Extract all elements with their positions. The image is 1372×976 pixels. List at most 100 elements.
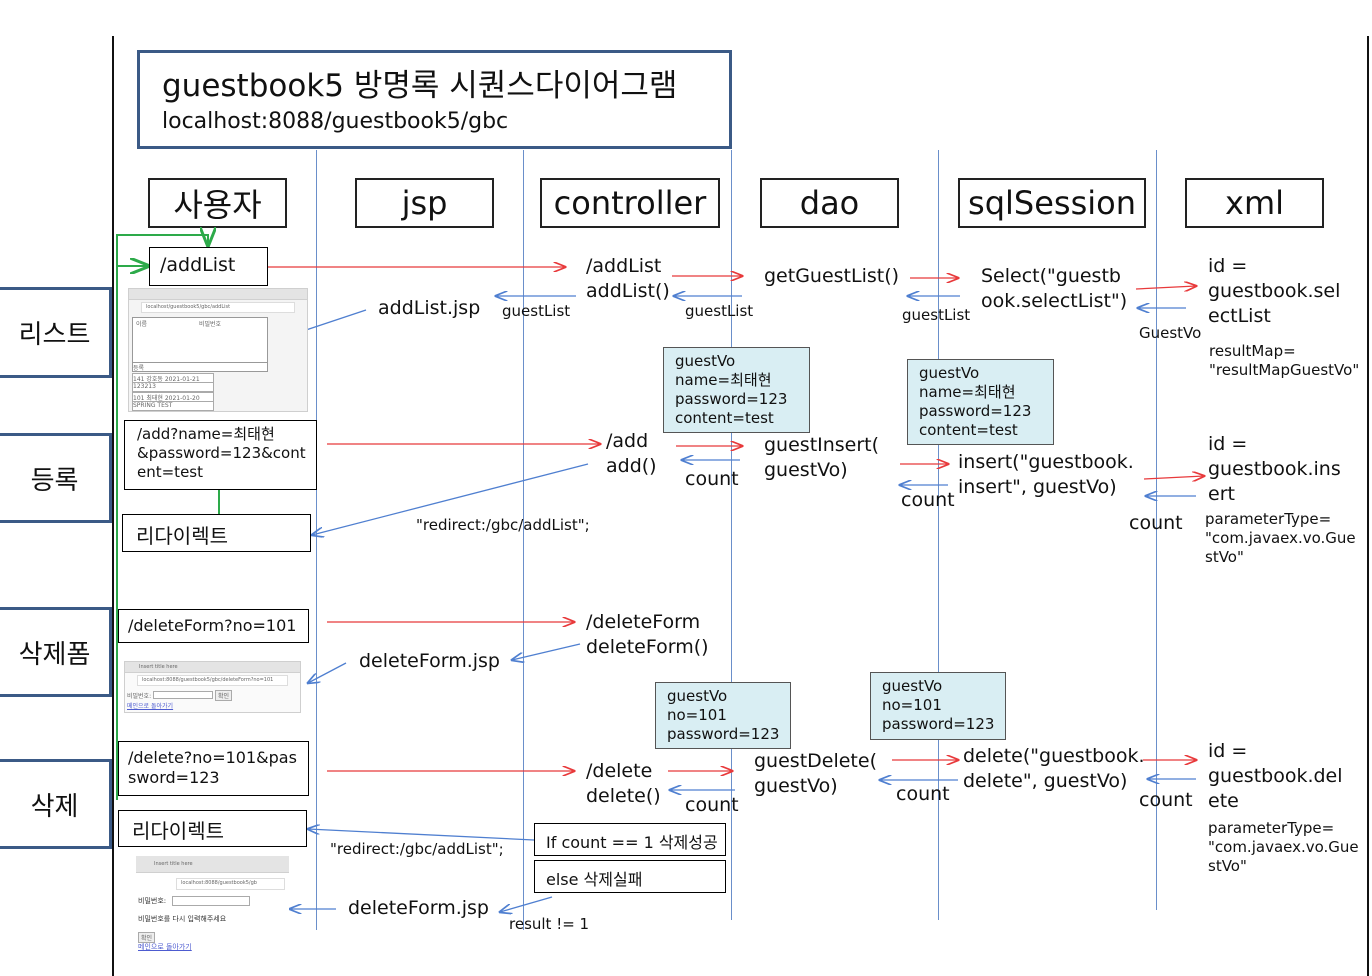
- fail-label: else 삭제실패: [546, 870, 643, 889]
- title-box: guestbook5 방명록 시퀀스다이어그램 localhost:8088/g…: [137, 50, 732, 149]
- screen-deleteform-input: [153, 691, 213, 699]
- header-session: sqlSession: [958, 178, 1146, 228]
- vo-ctrl-add: guestVo name=최태현 password=123 content=te…: [663, 347, 810, 433]
- xml-id-insert: id = guestbook.ins ert: [1208, 433, 1341, 505]
- screen-addlist-row: 123213: [132, 382, 214, 392]
- ctrl-add: /add add(): [606, 430, 657, 477]
- screen-addlist-pw: 비밀번호: [199, 321, 222, 328]
- lifeline-xml: [1156, 150, 1157, 910]
- ret-session-add-label: count: [901, 489, 955, 511]
- ret-dao-list-label: guestList: [685, 302, 754, 320]
- section-deleteform: 삭제폼: [0, 607, 112, 697]
- header-dao: dao: [760, 178, 899, 228]
- jsp-deleteform: deleteForm.jsp: [359, 650, 500, 672]
- lifeline-controller: [523, 150, 524, 930]
- ret-xml-add-label: count: [1129, 512, 1183, 534]
- ret-deleteform-ctrl: [512, 643, 581, 660]
- jsp-deleteform-fail: deleteForm.jsp: [348, 897, 489, 919]
- dao-guestdelete: guestDelete( guestVo): [754, 750, 877, 797]
- ret-ctrl-list-label: guestList: [502, 302, 571, 320]
- screen-deletefail-link: 메인으로 돌아가기: [138, 943, 192, 951]
- redirect-add-label: 리다이렉트: [136, 524, 228, 548]
- call-xml-list: [1135, 286, 1196, 289]
- screen-addlist-btn: 등록: [132, 362, 268, 372]
- ret-xml-list-label: GuestVo: [1139, 324, 1202, 342]
- session-insert: insert("guestbook. insert", guestVo): [958, 451, 1134, 498]
- lifeline-jsp: [316, 150, 317, 930]
- header-jsp: jsp: [355, 178, 494, 228]
- lifeline-session: [938, 150, 939, 920]
- request-delete: /delete?no=101&pas sword=123: [118, 741, 309, 796]
- section-list: 리스트: [0, 287, 112, 378]
- ret-redirect-delete: [308, 829, 535, 841]
- xml-resultmap: resultMap= "resultMapGuestVo": [1209, 342, 1360, 379]
- header-controller: controller: [540, 178, 720, 228]
- screen-addlist: localhost/guestbook5/gbc/addList 이름 비밀번호…: [128, 288, 308, 412]
- ctrl-delete: /delete delete(): [586, 760, 661, 807]
- screen-deleteform-pw: 비밀번호:: [127, 693, 152, 700]
- session-select: Select("guestb ook.selectList"): [981, 265, 1128, 312]
- screen-deletefail-url: localhost:8088/guestbook5/gb: [176, 878, 285, 890]
- right-border: [1367, 36, 1369, 976]
- ctrl-deleteform: /deleteForm deleteForm(): [586, 611, 709, 658]
- ret-deleteform-jsp: [308, 662, 347, 683]
- jsp-addlist: addList.jsp: [378, 297, 481, 319]
- ret-fail-jsp: [500, 896, 553, 912]
- screen-deletefail: Insert title here localhost:8088/guestbo…: [136, 856, 289, 956]
- header-xml: xml: [1185, 178, 1324, 228]
- lifeline-dao: [731, 150, 732, 920]
- screen-deletefail-input: [172, 896, 250, 906]
- redirect-delete-label: 리다이렉트: [132, 819, 224, 843]
- xml-id-list: id = guestbook.sel ectList: [1208, 255, 1341, 327]
- screen-deletefail-pw: 비밀번호:: [138, 897, 167, 905]
- xml-id-delete: id = guestbook.del ete: [1208, 740, 1343, 812]
- screen-addlist-url: localhost/guestbook5/gbc/addList: [141, 302, 295, 313]
- screen-deletefail-msg: 비밀번호를 다시 입력해주세요: [138, 915, 227, 923]
- redirect-delete: 리다이렉트: [118, 810, 307, 847]
- vo-dao-delete: guestVo no=101 password=123: [870, 672, 1006, 740]
- flow-line: [116, 235, 220, 800]
- screen-deletefail-btn: 확인: [138, 932, 156, 943]
- success-box: If count == 1 삭제성공: [534, 823, 726, 856]
- request-deleteform: /deleteForm?no=101: [118, 609, 309, 643]
- ret-dao-delete-label: count: [685, 794, 739, 816]
- request-addlist: /addList: [149, 247, 268, 286]
- xml-param-delete: parameterType= "com.javaex.vo.Gue stVo": [1208, 819, 1359, 875]
- section-add: 등록: [0, 433, 112, 523]
- request-addlist-label: /addList: [160, 254, 236, 276]
- diagram-url: localhost:8088/guestbook5/gbc: [162, 109, 509, 134]
- ret-dao-add-label: count: [685, 468, 739, 490]
- xml-param-insert: parameterType= "com.javaex.vo.Gue stVo": [1205, 510, 1356, 566]
- screen-deleteform-url: localhost:8088/guestbook5/gbc/deleteForm…: [137, 675, 288, 686]
- screen-deleteform: Insert title here localhost:8088/guestbo…: [124, 661, 301, 713]
- screen-addlist-row: SPRING TEST: [132, 401, 214, 411]
- dao-getguestlist: getGuestList(): [764, 265, 900, 287]
- left-border: [112, 36, 114, 976]
- request-add: /add?name=최태현 &password=123&cont ent=tes…: [124, 420, 317, 490]
- ret-redirect-add: [312, 463, 589, 535]
- call-xml-insert: [1143, 476, 1204, 479]
- fail-box: else 삭제실패: [534, 860, 726, 893]
- screen-addlist-form: 이름 비밀번호: [132, 317, 268, 365]
- ret-xml-delete-label: count: [1139, 789, 1193, 811]
- screen-deletefail-tab: Insert title here: [136, 856, 289, 873]
- result-label: result != 1: [509, 915, 590, 933]
- screen-addlist-name: 이름: [136, 321, 148, 328]
- section-delete: 삭제: [0, 759, 112, 849]
- ret-session-list-label: guestList: [902, 306, 971, 324]
- screen-deleteform-btn: 확인: [215, 690, 233, 701]
- screen-deleteform-tab: Insert title here: [125, 662, 300, 673]
- diagram-title: guestbook5 방명록 시퀀스다이어그램: [162, 68, 678, 104]
- ret-session-delete-label: count: [896, 783, 950, 805]
- session-delete: delete("guestbook. delete", guestVo): [963, 745, 1145, 792]
- vo-dao-add: guestVo name=최태현 password=123 content=te…: [907, 359, 1054, 445]
- dao-guestinsert: guestInsert( guestVo): [764, 434, 880, 481]
- redirect-delete-string: "redirect:/gbc/addList";: [330, 840, 504, 858]
- ctrl-addlist: /addList addList(): [586, 255, 670, 302]
- redirect-add: 리다이렉트: [122, 514, 311, 552]
- vo-ctrl-delete: guestVo no=101 password=123: [655, 682, 791, 749]
- request-deleteform-label: /deleteForm?no=101: [128, 616, 297, 635]
- header-user: 사용자: [148, 178, 287, 228]
- redirect-add-string: "redirect:/gbc/addList";: [416, 516, 590, 534]
